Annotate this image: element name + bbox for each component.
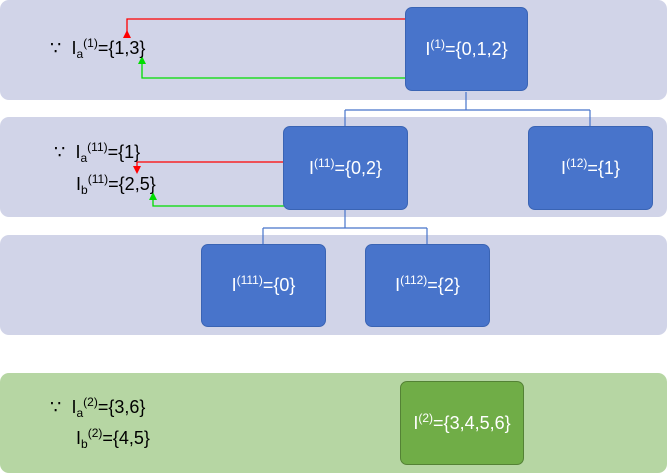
node-i11: I(11)={0,2} — [283, 126, 408, 210]
node-i1: I(1)={0,1,2} — [405, 7, 528, 91]
band-level-3 — [0, 235, 667, 335]
node-i11-text: I(11)={0,2} — [308, 155, 383, 178]
node-i12-text: I(12)={1} — [561, 155, 620, 178]
node-i2: I(2)={3,4,5,6} — [400, 381, 524, 465]
label-g11-a: ∵ Ia(11)={1} — [54, 140, 141, 165]
because-symbol: ∵ — [50, 38, 62, 58]
node-i12: I(12)={1} — [528, 126, 653, 210]
label-g2-b: Ib(2)={4,5} — [76, 426, 150, 451]
label-g11-b: Ib(11)={2,5} — [76, 172, 156, 197]
node-i112: I(112)={2} — [365, 244, 490, 327]
because-symbol: ∵ — [50, 397, 62, 417]
node-i112-text: I(112)={2} — [395, 273, 460, 295]
band-level-1 — [0, 0, 667, 100]
node-i111: I(111)={0} — [201, 244, 326, 327]
node-i2-text: I(2)={3,4,5,6} — [413, 410, 511, 433]
because-symbol: ∵ — [54, 142, 66, 162]
band-group-2 — [0, 373, 667, 473]
label-g2-a: ∵ Ia(2)={3,6} — [50, 395, 146, 420]
label-g1-a: ∵ Ia(1)={1,3} — [50, 36, 146, 61]
node-i111-text: I(111)={0} — [231, 273, 296, 295]
node-i1-text: I(1)={0,1,2} — [425, 36, 508, 59]
